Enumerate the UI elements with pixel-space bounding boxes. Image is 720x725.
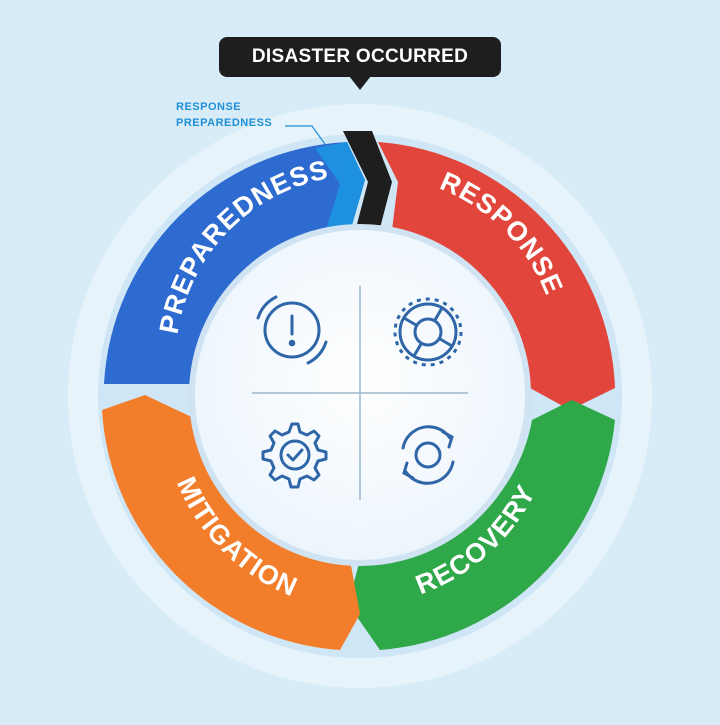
disaster-marker-chevron — [343, 131, 392, 228]
callout-pointer — [349, 76, 371, 90]
transition-label-line1: RESPONSE — [176, 101, 242, 113]
refresh-icon — [401, 425, 455, 485]
alert-icon — [256, 295, 328, 365]
disaster-occurred-callout: DISASTER OCCURRED — [219, 37, 501, 77]
transition-label-line2: PREPAREDNESS — [176, 117, 273, 129]
lifebuoy-icon — [393, 297, 463, 367]
segment-mitigation — [102, 395, 360, 650]
segment-preparedness — [104, 142, 365, 384]
inner-circle-edge — [189, 224, 531, 566]
callout-text: DISASTER OCCURRED — [251, 46, 469, 67]
segment-response — [378, 142, 615, 410]
gear-check-icon — [261, 422, 328, 489]
segment-recovery — [348, 400, 615, 650]
